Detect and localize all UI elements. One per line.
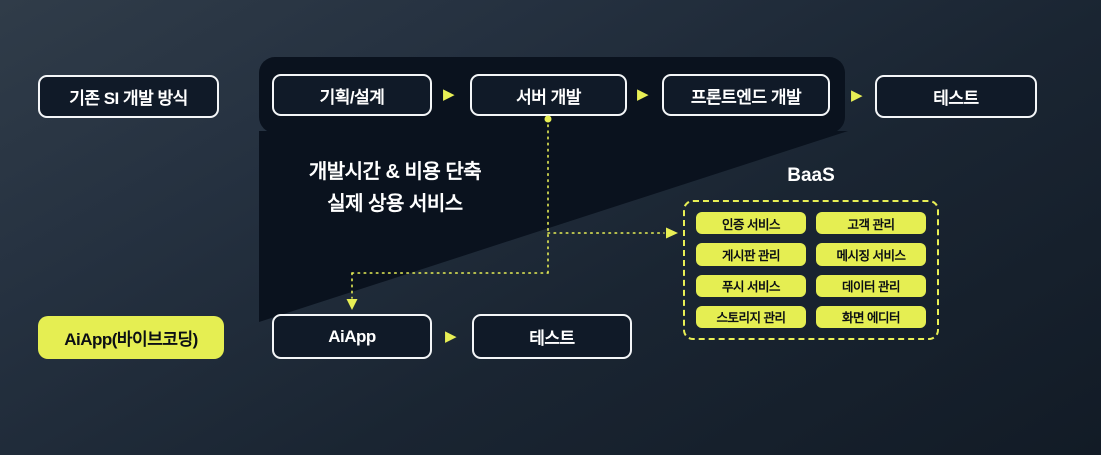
- legacy-row-label-box: 기존 SI 개발 방식: [38, 75, 219, 118]
- legacy-pipeline-container: 기획/설계 ▶ 서버 개발 ▶ 프론트엔드 개발: [259, 57, 845, 133]
- baas-service-chip: 푸시 서비스: [696, 274, 806, 297]
- baas-service-chip: 데이터 관리: [816, 274, 926, 297]
- step-label-test-aiapp: 테스트: [529, 329, 575, 348]
- arrowhead-right-icon: [666, 227, 678, 239]
- aiapp-row-label: AiApp(바이브코딩): [64, 330, 198, 349]
- step-label-aiapp: AiApp: [328, 326, 376, 346]
- step-box-frontend-dev: 프론트엔드 개발: [662, 74, 830, 116]
- step-box-aiapp: AiApp: [272, 314, 432, 359]
- arrow-right-icon: ▶: [851, 86, 863, 104]
- step-box-server-dev: 서버 개발: [470, 74, 627, 116]
- baas-service-chip: 메시징 서비스: [816, 243, 926, 266]
- arrow-right-icon: ▶: [637, 85, 649, 103]
- arrow-right-icon: ▶: [443, 85, 455, 103]
- legacy-row-label: 기존 SI 개발 방식: [69, 89, 188, 108]
- step-label-frontend-dev: 프론트엔드 개발: [690, 87, 802, 107]
- highlight-line1: 개발시간 & 비용 단축: [308, 161, 482, 183]
- baas-service-chip: 스토리지 관리: [696, 305, 806, 328]
- step-label-plan-design: 기획/설계: [319, 87, 385, 107]
- baas-title: BaaS: [787, 165, 835, 186]
- step-label-server-dev: 서버 개발: [516, 87, 581, 107]
- step-label-test-legacy: 테스트: [933, 89, 979, 108]
- step-box-test-aiapp: 테스트: [472, 314, 632, 359]
- step-box-test-legacy: 테스트: [875, 75, 1037, 118]
- arrow-right-icon: ▶: [445, 327, 457, 345]
- baas-service-chip: 고객 관리: [816, 212, 926, 235]
- highlight-line2: 실제 상용 서비스: [327, 193, 463, 216]
- step-box-plan-design: 기획/설계: [272, 74, 432, 116]
- baas-service-chip: 게시판 관리: [696, 243, 806, 266]
- highlight-text: 개발시간 & 비용 단축 실제 상용 서비스: [266, 156, 524, 221]
- baas-panel: 인증 서비스 고객 관리 게시판 관리 메시징 서비스 푸시 서비스 데이터 관…: [683, 200, 939, 340]
- baas-service-chip: 인증 서비스: [696, 212, 806, 235]
- aiapp-row-label-pill: AiApp(바이브코딩): [38, 316, 224, 359]
- baas-service-chip: 화면 에디터: [816, 305, 926, 328]
- arrowhead-down-icon: [346, 299, 358, 310]
